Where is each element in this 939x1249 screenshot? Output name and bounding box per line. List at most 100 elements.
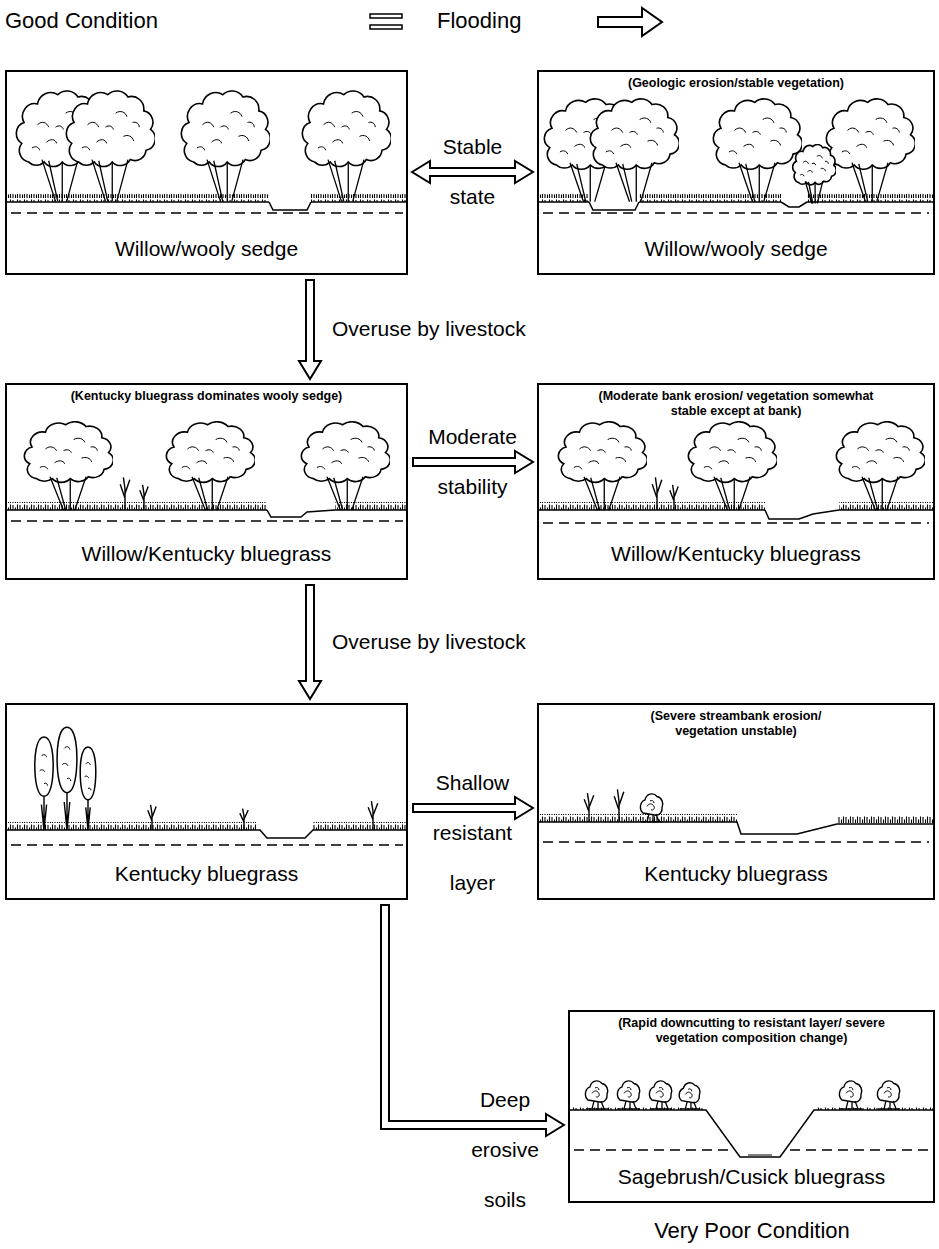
sagebrush bbox=[585, 1081, 608, 1109]
panel-note: (Rapid downcutting to resistant layer/ s… bbox=[602, 1016, 902, 1046]
dead-stem bbox=[368, 801, 378, 830]
willow-shrub bbox=[836, 422, 925, 511]
panel-note: (Moderate bank erosion/ vegetation somew… bbox=[586, 389, 886, 419]
grass bbox=[313, 822, 406, 830]
water-table bbox=[574, 1149, 730, 1151]
ground-line bbox=[7, 830, 406, 838]
riparian-scene bbox=[7, 91, 406, 213]
riparian-scene bbox=[7, 422, 406, 521]
transition-arrow bbox=[299, 584, 321, 699]
panel-note: (Geologic erosion/stable vegetation) bbox=[628, 76, 844, 91]
stream-channel bbox=[269, 202, 311, 210]
channel-gap bbox=[765, 500, 839, 512]
transition-label: Overuse by livestock bbox=[332, 316, 526, 342]
community-label: Willow/wooly sedge bbox=[112, 236, 301, 261]
transition-label: Moderate stability bbox=[428, 412, 517, 512]
water-table bbox=[790, 1149, 930, 1151]
riparian-scene bbox=[539, 99, 933, 213]
community-label: Kentucky bluegrass bbox=[641, 861, 830, 886]
dead-stem bbox=[670, 485, 678, 510]
bank-gap bbox=[781, 192, 807, 204]
sagebrush bbox=[640, 794, 663, 822]
sagebrush bbox=[877, 1081, 900, 1109]
riparian-scene bbox=[7, 727, 406, 845]
stream-channel bbox=[765, 510, 839, 519]
dead-stem bbox=[148, 805, 156, 830]
willow-shrub bbox=[301, 422, 390, 511]
community-label: Willow/Kentucky bluegrass bbox=[608, 541, 864, 566]
transition-label: Overuse by livestock bbox=[332, 629, 526, 655]
state-panel: (Rapid downcutting to resistant layer/ s… bbox=[568, 1010, 935, 1203]
condition-label: Good Condition bbox=[5, 8, 158, 34]
channel-gap bbox=[267, 500, 335, 512]
willow-shrub bbox=[181, 91, 270, 201]
willow-shrub bbox=[793, 145, 836, 204]
willow-shrub bbox=[826, 99, 915, 202]
dead-stem bbox=[614, 789, 624, 822]
grass bbox=[837, 816, 933, 824]
equals-bar bbox=[370, 25, 402, 29]
dead-stem bbox=[140, 485, 148, 510]
equals-symbol bbox=[370, 14, 402, 29]
community-label: Willow/wooly sedge bbox=[641, 236, 830, 261]
stream-channel bbox=[589, 202, 639, 210]
state-panel: Willow/wooly sedge bbox=[5, 70, 408, 275]
channel-gap bbox=[269, 192, 311, 204]
arrow-shaft-inner bbox=[414, 805, 519, 811]
sagebrush bbox=[679, 1083, 700, 1109]
stream-channel bbox=[267, 510, 335, 517]
willow-shrub bbox=[713, 99, 802, 202]
water-table bbox=[11, 520, 403, 522]
willow-remnant bbox=[80, 747, 96, 830]
water-table bbox=[543, 212, 929, 214]
water-table bbox=[543, 522, 929, 524]
transition-label: Stable state bbox=[443, 122, 503, 222]
state-panel: (Geologic erosion/stable vegetation) Will… bbox=[537, 70, 935, 275]
transition-label: Shallow resistant layer bbox=[433, 758, 512, 908]
willow-remnant bbox=[35, 737, 53, 830]
state-panel: (Severe streambank erosion/ vegetation u… bbox=[537, 703, 935, 900]
willow-remnant bbox=[57, 727, 77, 830]
willow-shrub bbox=[302, 91, 391, 201]
riparian-scene bbox=[539, 789, 933, 842]
panel-note: (Kentucky bluegrass dominates wooly sedg… bbox=[71, 389, 343, 404]
community-label: Willow/Kentucky bluegrass bbox=[79, 541, 335, 566]
incised-channel bbox=[570, 1110, 933, 1157]
equals-bar bbox=[370, 14, 402, 18]
sagebrush bbox=[617, 1081, 640, 1109]
transition-arrow bbox=[412, 161, 533, 183]
water-table bbox=[11, 212, 403, 214]
sagebrush bbox=[649, 1081, 672, 1109]
ground-line bbox=[7, 201, 406, 203]
willow-shrub bbox=[66, 91, 155, 201]
community-label: Sagebrush/Cusick bluegrass bbox=[615, 1164, 888, 1189]
arrow-shaft-inner bbox=[426, 169, 519, 175]
willow-shrub bbox=[24, 422, 113, 511]
transition-arrow bbox=[412, 797, 533, 819]
slumped-bank bbox=[781, 202, 807, 207]
arrow-shaft-inner bbox=[414, 459, 519, 465]
dead-stem bbox=[652, 477, 662, 510]
dead-stem bbox=[120, 477, 130, 510]
transition-arrow bbox=[299, 279, 321, 379]
water-table bbox=[543, 841, 929, 843]
riparian-scene bbox=[539, 422, 933, 523]
state-panel: Kentucky bluegrass bbox=[5, 703, 408, 900]
ground-line bbox=[539, 822, 933, 834]
hollow-arrow bbox=[598, 8, 662, 36]
panel-note: (Severe streambank erosion/ vegetation u… bbox=[636, 709, 836, 739]
ground-line bbox=[539, 509, 933, 511]
willow-shrub bbox=[590, 99, 679, 202]
arrow-shaft-inner bbox=[307, 586, 313, 685]
riparian-scene bbox=[570, 1081, 933, 1157]
condition-label: Very Poor Condition bbox=[654, 1218, 850, 1244]
community-label: Kentucky bluegrass bbox=[112, 861, 301, 886]
willow-shrub bbox=[688, 422, 777, 511]
willow-shrub bbox=[166, 422, 255, 511]
grass bbox=[539, 814, 737, 822]
state-panel: (Moderate bank erosion/ vegetation somew… bbox=[537, 383, 935, 580]
willow-shrub bbox=[558, 422, 647, 511]
dead-stem bbox=[240, 809, 248, 830]
sagebrush bbox=[839, 1081, 862, 1109]
